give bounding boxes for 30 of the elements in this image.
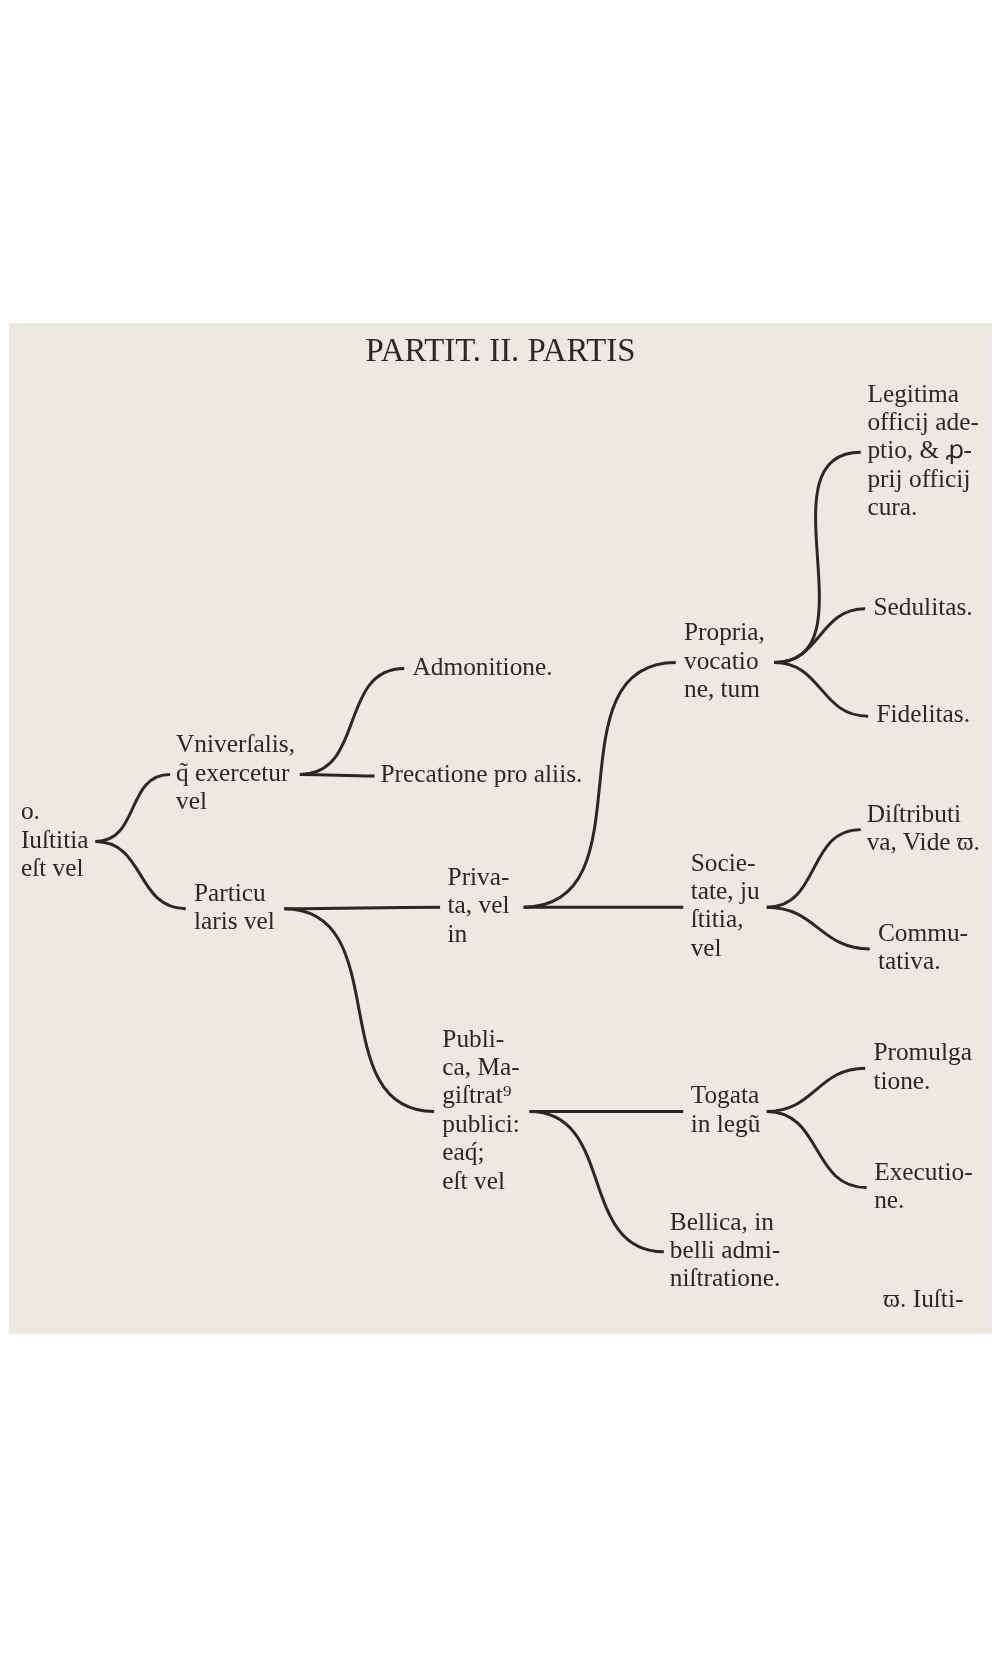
connector (528, 1109, 664, 1253)
node-text: Socie- tate, ju ſtitia, vel (690, 847, 760, 961)
connector (299, 772, 374, 777)
diagram-title: PARTIT. II. PARTIS (364, 331, 636, 368)
node-text: Bellica, in belli admi- niſtratione. (669, 1206, 780, 1291)
connector (766, 905, 870, 950)
label: ϖ. Iuſti- (882, 1283, 963, 1312)
connector (766, 1109, 867, 1189)
node-text: Publi- ca, Ma- giſtrat⁹ publici: eaq́; eſt vel (441, 1023, 520, 1194)
node-text: Legitima officij ade- ptio, & ꝓ- prij officij cura. (866, 378, 979, 520)
node-text: Executio- ne. (873, 1156, 973, 1213)
node-text: Commu- tativa. (877, 917, 968, 974)
node-text: Admonitione. (411, 651, 553, 680)
node-text: o. Iuſtitia eſt vel (20, 795, 89, 881)
node-text: Vniverſalis, q̃ exercetur vel (175, 728, 295, 814)
node-text: Propria, vocatio ne, tum (683, 616, 765, 702)
node-text: Fidelitas. (875, 698, 970, 727)
node-text: Particu laris vel (193, 877, 275, 934)
node-text: Precatione pro aliis. (379, 758, 582, 787)
connector (523, 905, 683, 909)
connector (299, 666, 404, 776)
connector (766, 827, 861, 909)
connector (94, 839, 186, 910)
connector (283, 906, 434, 1113)
node-text: Diſtributi va, Vide ϖ. (866, 798, 980, 855)
node-text: Sedulitas. (872, 591, 973, 620)
node-text: Promulga tione. (872, 1036, 972, 1094)
connector (773, 660, 868, 718)
node-text: Togata in legũ (690, 1079, 760, 1137)
node-text: Priva- ta, vel in (447, 861, 509, 947)
